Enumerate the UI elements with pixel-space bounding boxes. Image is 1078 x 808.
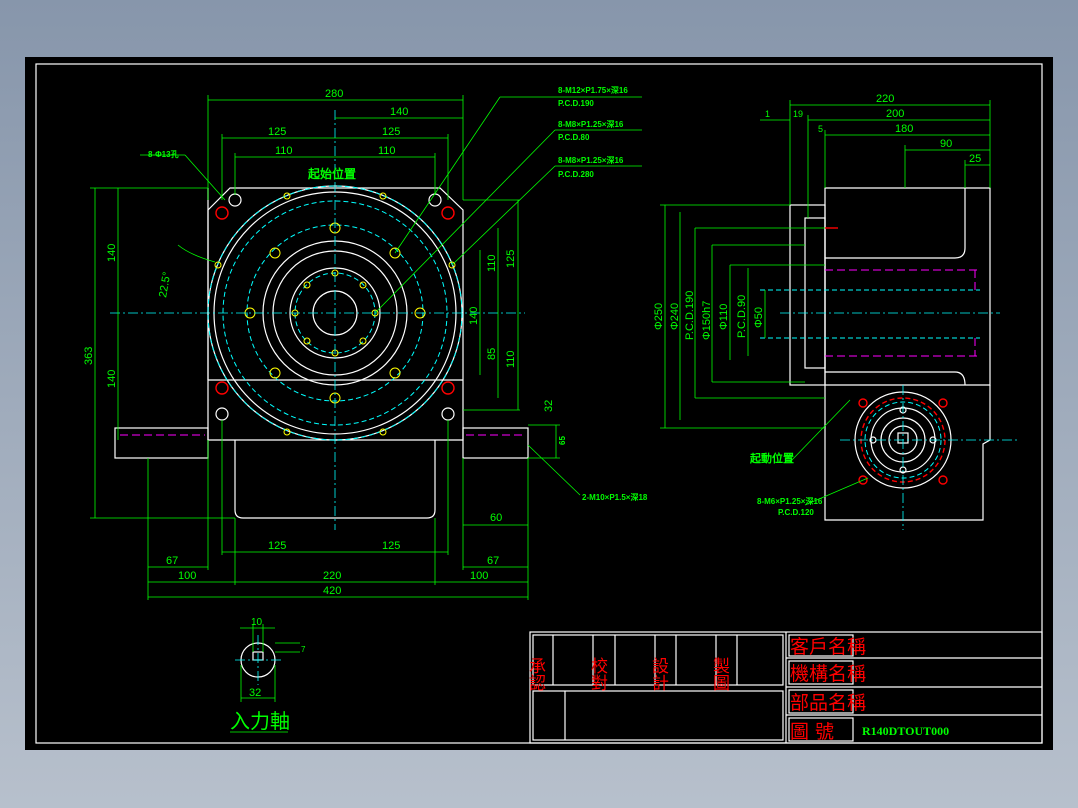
dimension-label: Φ50 <box>753 307 765 328</box>
dimension-label: 32 <box>543 400 555 412</box>
dimension-label: 85 <box>486 348 498 360</box>
dimension-label: 承認 <box>525 657 546 691</box>
dimension-label: P.C.D.120 <box>778 508 814 517</box>
dimension-label: 220 <box>323 570 341 582</box>
dimension-label: 起始位置 <box>307 166 356 181</box>
side-view <box>760 187 1020 530</box>
drawing-number: R140DTOUT000 <box>862 724 949 738</box>
dimension-label: 125 <box>268 126 286 138</box>
dimension-label: 5 <box>818 124 823 134</box>
dimension-label: 180 <box>895 123 913 135</box>
dimension-label: Φ250 <box>653 303 665 330</box>
right-shaft <box>462 427 529 459</box>
dimension-label: 32 <box>249 687 261 699</box>
dimension-label: 125 <box>505 250 517 268</box>
dimension-label: 25 <box>969 153 981 165</box>
dimension-label: 客戶名稱 <box>790 636 866 658</box>
dimension-label: 67 <box>487 555 499 567</box>
dimension-label: 420 <box>323 585 341 597</box>
dimension-label: 8-M8×P1.25×深16 <box>558 119 624 129</box>
front-view <box>110 110 529 530</box>
side-dimension-lines <box>660 100 991 506</box>
dimension-label: 100 <box>178 570 196 582</box>
dimension-label: 1 <box>765 109 770 119</box>
dimension-label: 90 <box>940 138 952 150</box>
approval-labels: 承認 校對 設計 製圖 <box>525 657 730 691</box>
dimension-label: 機構名稱 <box>790 663 866 685</box>
dimension-label: 200 <box>886 108 904 120</box>
dimension-label: 部品名稱 <box>790 692 866 714</box>
dimension-label: 60 <box>490 512 502 524</box>
dimension-label: 110 <box>275 145 293 157</box>
dimension-label: 7 <box>301 645 306 654</box>
drawing-border <box>35 63 1043 744</box>
title-block: 承認 校對 設計 製圖 客戶名稱 機構名稱 部品名稱 圖 號 R140DTOUT… <box>525 631 1043 744</box>
dimension-label: 110 <box>486 254 498 272</box>
dimension-label: 8-M8×P1.25×深16 <box>558 155 624 165</box>
dimension-label: 140 <box>390 106 408 118</box>
dimension-label: P.C.D.90 <box>736 295 748 338</box>
dimension-label: 100 <box>470 570 488 582</box>
dimension-label: 125 <box>382 126 400 138</box>
dimension-label: 110 <box>505 350 517 368</box>
front-dimension-lines <box>90 95 642 600</box>
dimension-label: 19 <box>793 109 803 119</box>
dimension-label: P.C.D.280 <box>558 170 594 179</box>
dimension-label: 110 <box>378 145 396 157</box>
dimension-label: 140 <box>106 370 118 388</box>
dimension-label: P.C.D.190 <box>684 291 696 340</box>
dimension-label: 2-M10×P1.5×深18 <box>582 492 648 502</box>
input-shaft-detail: 10 32 7 入力軸 <box>230 617 306 733</box>
dimension-label: Φ240 <box>669 303 681 330</box>
front-dimension-text: 280 140 125 125 110 110 363 140 140 110 … <box>83 85 648 597</box>
dimension-label: 製圖 <box>709 657 730 691</box>
base-outline <box>234 440 436 519</box>
dimension-label: 67 <box>166 555 178 567</box>
cad-drawing: 280 140 125 125 110 110 363 140 140 1 10 … <box>35 63 1043 744</box>
dimension-label: 校對 <box>587 657 608 691</box>
dimension-label: 8-Φ13孔 <box>148 149 179 159</box>
dimension-label: 8-M6×P1.25×深16 <box>757 496 823 506</box>
drawing-sheet: 280 140 125 125 110 110 363 140 140 1 10 … <box>25 57 1053 750</box>
dimension-label: 280 <box>325 88 343 100</box>
dimension-label: 22.5° <box>157 271 173 299</box>
dimension-label: Φ150h7 <box>701 301 713 340</box>
dimension-label: Φ110 <box>718 304 730 330</box>
dimension-label: 140 <box>468 307 480 325</box>
dimension-label: 125 <box>382 540 400 552</box>
dimension-label: 10 <box>251 617 263 628</box>
dimension-label: 363 <box>83 347 95 365</box>
dimension-label: P.C.D.80 <box>558 133 590 142</box>
dimension-label: P.C.D.190 <box>558 99 594 108</box>
dimension-label: 8-M12×P1.75×深16 <box>558 85 628 95</box>
dimension-label: 220 <box>876 93 894 105</box>
dimension-label: 125 <box>268 540 286 552</box>
dimension-label: 圖 號 <box>790 721 834 743</box>
dimension-label: 設計 <box>648 657 669 691</box>
dimension-label: 65 <box>558 436 567 445</box>
dimension-label: 起動位置 <box>749 451 794 465</box>
dimension-label: 入力軸 <box>230 710 290 733</box>
side-dimension-text: 220 200 180 90 25 1 19 5 Φ250 Φ240 P.C.D… <box>653 93 981 517</box>
left-shaft <box>114 427 209 459</box>
dimension-label: 140 <box>106 244 118 262</box>
